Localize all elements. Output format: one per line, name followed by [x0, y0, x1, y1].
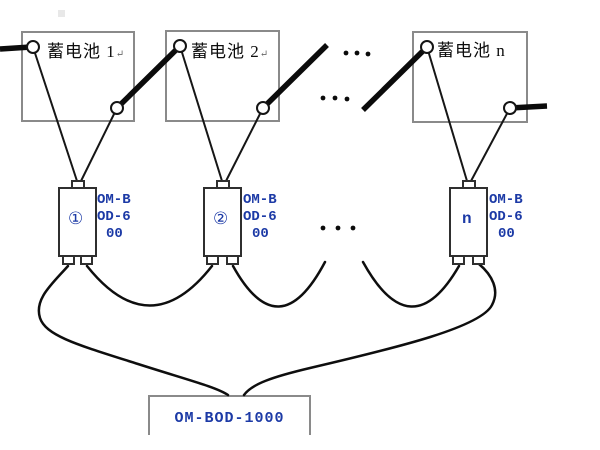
- ellipsis-device-dot: [335, 225, 341, 231]
- collector-number-2: ②: [213, 209, 229, 229]
- battery-name: 蓄电池 n: [437, 41, 506, 60]
- model-line: 00: [252, 226, 269, 242]
- collector-model-n: OM-B OD-6 00: [489, 192, 523, 243]
- collectorn-bottom-left-connector: [452, 255, 465, 265]
- battery-name: 蓄电池 1: [47, 42, 116, 61]
- model-line: OM-B: [489, 192, 523, 208]
- collector1-bottom-right-connector: [80, 255, 93, 265]
- model-line: OD-6: [489, 209, 523, 225]
- collector-number-n: n: [462, 210, 472, 228]
- ellipsis-dots: [320, 50, 371, 231]
- collector-number-1: ①: [68, 209, 84, 229]
- collector-model-2: OM-B OD-6 00: [243, 192, 277, 243]
- battery-label-2: 蓄电池 2↵: [191, 37, 268, 62]
- ellipsis-top-dot: [365, 51, 371, 57]
- ellipsis-mid-dot: [320, 95, 326, 101]
- ellipsis-top-dot: [343, 50, 349, 56]
- terminal-battery2-pos: [173, 39, 187, 53]
- model-line: OD-6: [97, 209, 131, 225]
- ellipsis-device-dot: [320, 225, 326, 231]
- bus-collector2-continuation: [231, 260, 327, 308]
- terminal-batteryn-neg: [503, 101, 517, 115]
- collector2-bottom-left-connector: [206, 255, 219, 265]
- battery-name: 蓄电池 2: [191, 42, 260, 61]
- bus-collectorn-to-host: [242, 262, 497, 397]
- collector1-top-connector: [71, 180, 85, 189]
- ellipsis-device-dot: [350, 225, 356, 231]
- model-line: OM-B: [97, 192, 131, 208]
- collector-module-n: n: [449, 187, 488, 257]
- collector2-bottom-right-connector: [226, 255, 239, 265]
- collectorn-bottom-right-connector: [472, 255, 485, 265]
- model-line: OD-6: [243, 209, 277, 225]
- host-label: OM-BOD-1000: [174, 410, 285, 427]
- model-line: 00: [106, 226, 123, 242]
- collector-module-1: ①: [58, 187, 97, 257]
- collector2-top-connector: [216, 180, 230, 189]
- model-line: 00: [498, 226, 515, 242]
- paragraph-mark-icon: ↵: [259, 49, 269, 60]
- bus-collector1-to-host: [37, 264, 230, 397]
- terminal-battery2-neg: [256, 101, 270, 115]
- terminal-battery1-neg: [110, 101, 124, 115]
- terminal-batteryn-pos: [420, 40, 434, 54]
- model-line: OM-B: [243, 192, 277, 208]
- bus-cables: [37, 260, 497, 397]
- collector-model-1: OM-B OD-6 00: [97, 192, 131, 243]
- collector1-bottom-left-connector: [62, 255, 75, 265]
- host-box: OM-BOD-1000: [148, 395, 311, 435]
- paragraph-mark-icon: ↵: [115, 49, 125, 60]
- terminal-battery1-pos: [26, 40, 40, 54]
- collector-module-2: ②: [203, 187, 242, 257]
- bus-collector1-collector2: [85, 264, 214, 307]
- ellipsis-mid-dot: [344, 96, 350, 102]
- ellipsis-mid-dot: [332, 95, 338, 101]
- ellipsis-top-dot: [354, 50, 360, 56]
- scan-artifact: [58, 10, 65, 17]
- bus-continuation-collectorn: [361, 260, 461, 308]
- battery-label-1: 蓄电池 1↵: [47, 37, 124, 62]
- collectorn-top-connector: [462, 180, 476, 189]
- battery-label-n: 蓄电池 n: [437, 36, 506, 61]
